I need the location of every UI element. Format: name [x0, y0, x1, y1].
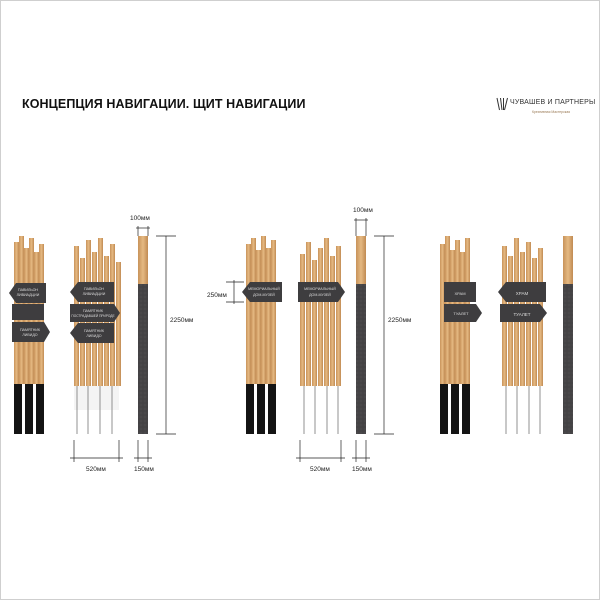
variant-2: МЕМОРИАЛЬНЫЙ ДОМ-МУЗЕЙ МЕМОРИАЛЬНЫЙ ДОМ-…: [207, 207, 412, 473]
svg-text:ЛИВИАДЦИИ: ЛИВИАДЦИИ: [17, 293, 40, 297]
svg-text:ДОМ-МУЗЕЙ: ДОМ-МУЗЕЙ: [309, 293, 331, 297]
dim1-height: 2250мм: [170, 317, 194, 324]
dim2-depth: 150мм: [352, 466, 372, 473]
back1-plate-text-2: ПАМЯТНИК: [83, 309, 104, 313]
logo-subtitle: Креативная Мастерская: [532, 110, 571, 114]
dim2-panel: 250мм: [207, 292, 227, 299]
svg-text:ДОМ-МУЗЕЙ: ДОМ-МУЗЕЙ: [253, 293, 275, 297]
sign-side-view-3: [563, 236, 573, 434]
logo-name: ЧУВАШЕВ И ПАРТНЕРЫ: [510, 99, 596, 106]
back3-plate-text-1: ХРАМ: [516, 291, 529, 296]
front1-plate-text-1: ПАВИЛЬОН: [18, 288, 38, 292]
dim2-height: 2250мм: [388, 317, 412, 324]
svg-text:ЛИВИАДЦИИ: ЛИВИАДЦИИ: [83, 292, 106, 296]
front2-plate-text-1: МЕМОРИАЛЬНЫЙ: [248, 287, 280, 291]
sign-side-view-1: [138, 236, 148, 434]
back2-plate-text-1: МЕМОРИАЛЬНЫЙ: [304, 287, 336, 291]
variant-1: ПАВИЛЬОН ЛИВИАДЦИИ ПАМЯТНИК ЛИВИДО ПАВИЛ…: [9, 215, 194, 473]
sign-front-view-2: МЕМОРИАЛЬНЫЙ ДОМ-МУЗЕЙ: [242, 236, 282, 434]
dim1-width: 520мм: [86, 466, 106, 473]
dimensions-1: [70, 226, 176, 462]
svg-text:ЛИВИДО: ЛИВИДО: [22, 333, 37, 337]
front1-plate-text-2: ПАМЯТНИК: [20, 328, 41, 332]
back1-plate-text-1: ПАВИЛЬОН: [84, 287, 104, 291]
sign-back-view-1: ПАВИЛЬОН ЛИВИАДЦИИ ПАМЯТНИК ПОСТРАДАВШЕЙ…: [70, 238, 121, 434]
dim2-width: 520мм: [310, 466, 330, 473]
front3-plate-text-2: ТУАЛЕТ: [453, 311, 469, 316]
sign-back-view-2: МЕМОРИАЛЬНЫЙ ДОМ-МУЗЕЙ: [298, 238, 345, 434]
front3-plate-text-1: ХРАМ: [454, 291, 465, 296]
sign-side-view-2: [356, 236, 366, 434]
dim1-depth: 150мм: [134, 466, 154, 473]
dimensions-2: [226, 218, 394, 462]
sign-front-view-3: ХРАМ ТУАЛЕТ: [440, 236, 482, 434]
page-title: КОНЦЕПЦИЯ НАВИГАЦИИ. ЩИТ НАВИГАЦИИ: [22, 97, 306, 111]
svg-text:ПОСТРАДАВШЕЙ ПРИРОДЕ: ПОСТРАДАВШЕЙ ПРИРОДЕ: [71, 314, 114, 318]
sign-back-view-3: ХРАМ ТУАЛЕТ: [498, 238, 547, 434]
company-logo: ЧУВАШЕВ И ПАРТНЕРЫ Креативная Мастерская: [496, 97, 600, 119]
sign-front-view-1: ПАВИЛЬОН ЛИВИАДЦИИ ПАМЯТНИК ЛИВИДО: [9, 236, 50, 434]
back3-plate-text-2: ТУАЛЕТ: [513, 312, 530, 317]
dim2-post: 100мм: [353, 207, 373, 214]
dim1-post: 100мм: [130, 215, 150, 222]
svg-text:ЛИВИДО: ЛИВИДО: [86, 334, 101, 338]
logo-mark-icon: [496, 97, 508, 111]
variant-3: ХРАМ ТУАЛЕТ ХРАМ ТУАЛЕТ: [440, 236, 573, 434]
back1-plate-text-3: ПАМЯТНИК: [84, 329, 105, 333]
